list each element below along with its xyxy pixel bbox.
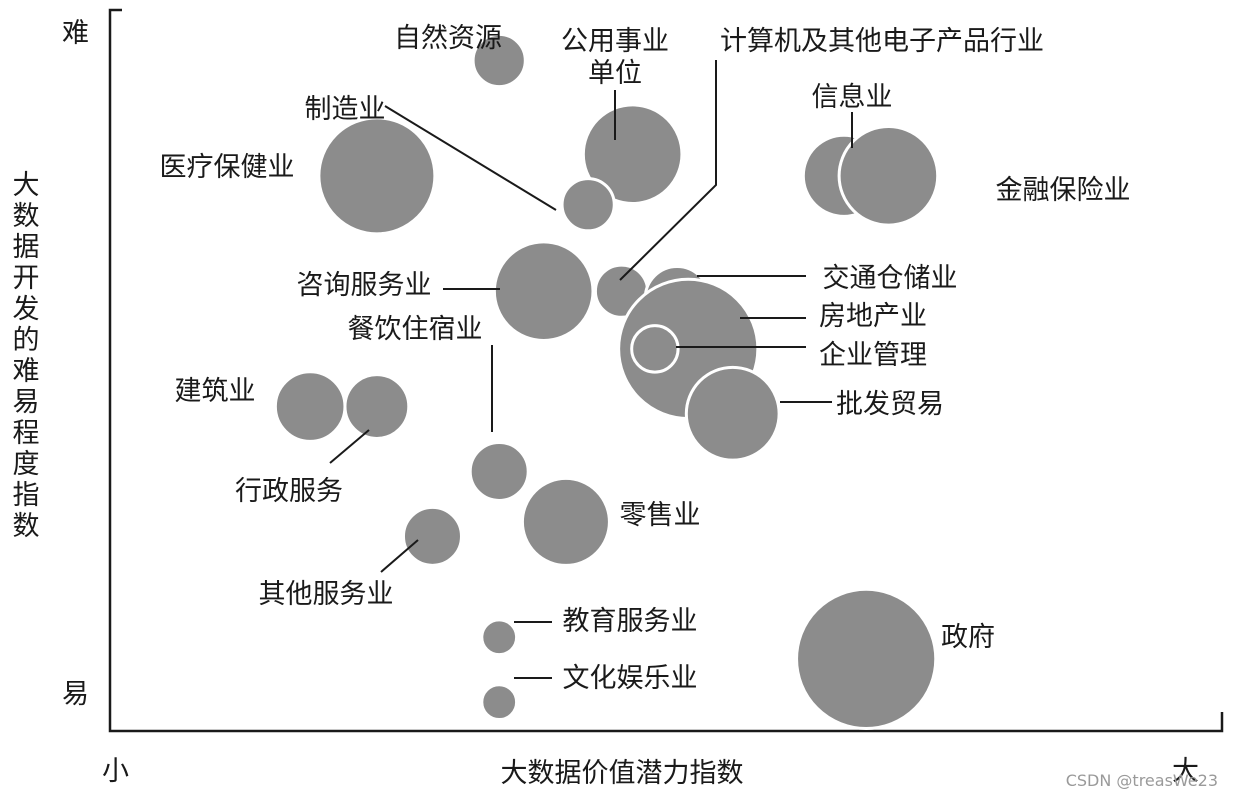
bubble-label-5: 咨询服务业 [297,270,432,301]
bubble-label-3: 医疗保健业 [160,152,295,183]
y-axis-line [108,8,1224,733]
bubble-label-9: 批发贸易 [836,389,944,420]
bubble-label-14: 餐饮住宿业 [348,314,483,345]
bubble-label-1: 公用事业单位 [561,26,669,89]
bubble-3 [317,116,437,236]
bubble-13 [343,373,411,440]
leader-line-2 [384,105,557,211]
bubble-label-17: 教育服务业 [563,606,698,637]
bubble-label-19: 政府 [941,622,995,653]
bubble-2 [560,177,616,233]
bubble-label-10: 信息业 [812,82,893,113]
watermark: CSDN @treasWe23 [1066,771,1218,790]
leader-lines [329,60,853,679]
bubble-label-line-1-1: 单位 [588,58,642,89]
bubble-14 [468,440,530,502]
bubble-18 [480,683,519,722]
bubbles-layer [273,32,940,731]
bubble-label-4: 计算机及其他电子产品行业 [720,26,1044,57]
bubble-11 [837,125,940,227]
bubble-label-6: 交通仓储业 [823,263,958,294]
bubble-17 [480,618,519,657]
bubble-1 [581,103,684,205]
leader-line-13 [329,429,370,464]
bubble-9 [684,365,781,462]
x-axis-title: 大数据价值潜力指数 [501,758,744,789]
bubble-15 [520,476,611,567]
bubble-label-line-1-0: 公用事业 [561,26,669,57]
bubble-19 [795,587,938,731]
bubble-0 [471,32,527,89]
bubble-5 [492,240,595,342]
leader-line-16 [380,539,419,573]
leader-line-4 [619,60,717,281]
bubble-label-7: 房地产业 [819,301,927,332]
x-max-label: 大 [1172,756,1199,787]
bubble-label-2: 制造业 [305,94,386,125]
y-axis-title: 大数据开发的难易程度指数 [12,170,40,542]
bubble-label-13: 行政服务 [235,476,343,507]
bubble-label-18: 文化娱乐业 [563,663,698,694]
bubble-label-16: 其他服务业 [259,579,394,610]
bubble-label-11: 金融保险业 [996,175,1131,206]
x-min-label: 小 [102,756,129,787]
bubble-16 [401,505,463,567]
bubble-label-0: 自然资源 [394,23,502,54]
bubble-12 [273,370,347,443]
bubble-label-15: 零售业 [620,500,701,531]
y-min-label: 易 [62,679,89,710]
y-max-label: 难 [62,18,89,49]
bubble-8 [630,324,680,374]
bubble-label-8: 企业管理 [819,340,927,371]
bubble-label-12: 建筑业 [175,376,256,407]
axes [108,8,1224,733]
